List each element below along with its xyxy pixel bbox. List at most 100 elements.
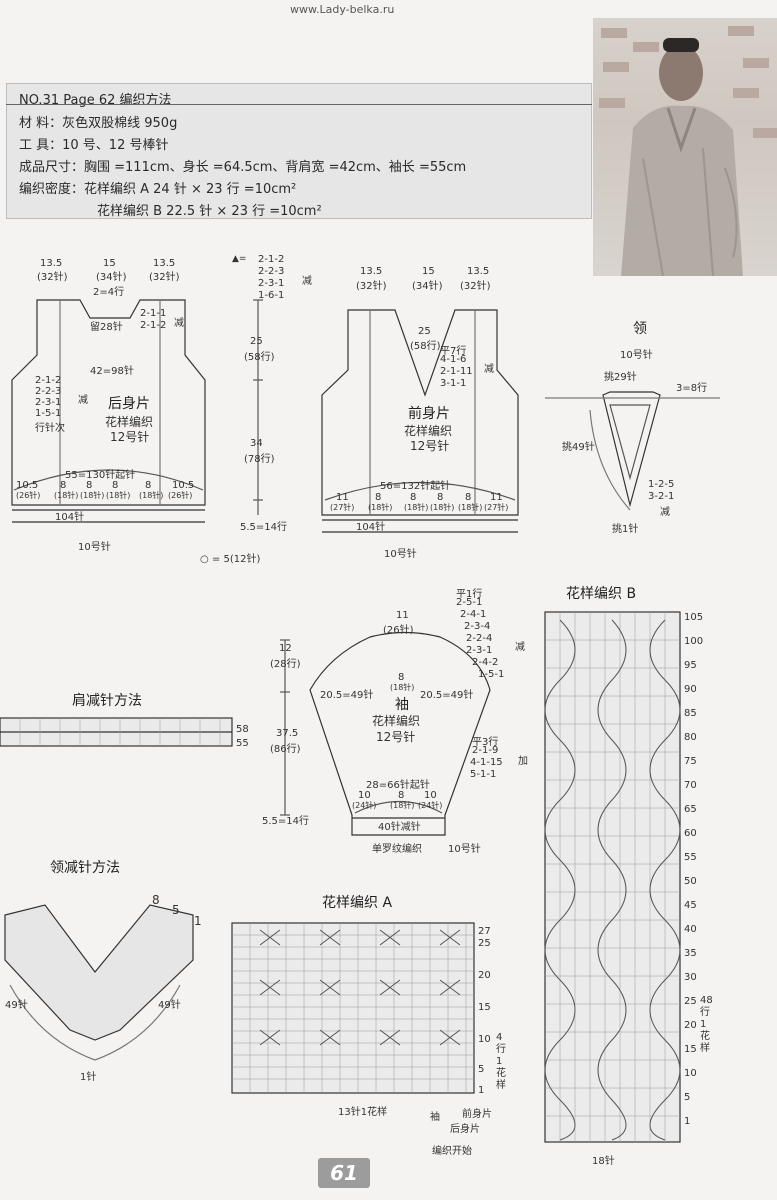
sleeve-cast-on: 28=66针起针 <box>366 780 430 791</box>
pattern-a-sleeve: 袖 <box>430 1112 440 1123</box>
neck-method-right: 49针 <box>158 1000 181 1011</box>
pattern-a-back: 后身片 <box>450 1124 480 1135</box>
sleeve-rib-1-s: (24针) <box>352 801 377 810</box>
back-needle-10: 10号针 <box>78 542 111 553</box>
sleeve-bottom: 40针减针 <box>378 822 421 833</box>
sleeve-cap-height: 12 <box>279 643 292 654</box>
sleeve-cap-dec-3: 2-4-1 <box>460 609 487 620</box>
site-url: www.Lady-belka.ru <box>290 3 395 16</box>
center-height-25: 25 <box>250 336 263 347</box>
pattern-a-row-25: 25 <box>478 938 491 949</box>
collar-outline <box>602 391 661 508</box>
back-shoulder-width: 42=98针 <box>90 366 134 377</box>
pattern-b-row-number: 35 <box>684 948 697 959</box>
pattern-a-row-15: 15 <box>478 1002 491 1013</box>
neck-method-8: 8 <box>152 893 160 907</box>
pattern-b-row-number: 60 <box>684 828 697 839</box>
pattern-b-title: 花样编织 B <box>566 586 637 602</box>
sleeve-length-rows: (86行) <box>270 744 301 755</box>
back-top-mid-stitches: (34针) <box>96 272 127 283</box>
collar-dec-1: 1-2-5 <box>648 479 675 490</box>
center-dec-1: 2-1-2 <box>258 254 285 265</box>
collar-pick-1: 挑1针 <box>612 524 639 535</box>
collar-dec-label: 减 <box>660 507 670 518</box>
pattern-a-grid <box>231 922 475 1094</box>
back-top-mid-width: 15 <box>103 258 116 269</box>
sleeve-cap-dec-8: 1-5-1 <box>478 669 505 680</box>
center-dec-label: 减 <box>302 276 312 287</box>
sleeve-cap-dec-2: 2-5-1 <box>456 597 483 608</box>
back-rib-6-s: (26针) <box>168 491 193 500</box>
back-cast-on: 55=130针起针 <box>65 470 136 481</box>
sleeve-cap-dec-1: 平1行 <box>456 589 483 600</box>
sleeve-top-stitches: (26针) <box>383 625 414 636</box>
front-v-dec-1: 平7行 <box>440 346 467 357</box>
front-v-dec-label: 减 <box>484 364 494 375</box>
collar-pick-29: 挑29针 <box>604 372 637 383</box>
front-rib-4-s: (18针) <box>430 503 455 512</box>
front-rib-1-s: (27针) <box>330 503 355 512</box>
sleeve-cap-dec-4: 2-3-4 <box>464 621 491 632</box>
back-rib-1-s: (26针) <box>16 491 41 500</box>
header-rule <box>6 104 592 105</box>
sleeve-cap-dec-7: 2-4-2 <box>472 657 499 668</box>
sleeve-rib-note: 单罗纹编织 <box>372 844 422 855</box>
back-piece-outline <box>11 299 206 506</box>
back-rib-4: 8 <box>112 480 119 491</box>
back-arm-dec-3: 2-3-1 <box>35 397 62 408</box>
front-top-right-stitches: (32针) <box>460 281 491 292</box>
back-rib-6: 10.5 <box>172 480 195 491</box>
pattern-a-row-1: 1 <box>478 1085 485 1096</box>
sleeve-left-width: 20.5=49针 <box>320 690 374 701</box>
sleeve-inc-4: 5-1-1 <box>470 769 497 780</box>
back-rib-3: 8 <box>86 480 93 491</box>
pattern-a-title: 花样编织 A <box>322 895 393 911</box>
front-rib-2: 8 <box>375 492 382 503</box>
pattern-a-row-5: 5 <box>478 1064 485 1075</box>
sleeve-inc-label: 加 <box>518 756 528 767</box>
back-neck-dec-label: 减 <box>174 318 184 329</box>
collar-rows: 3=8行 <box>676 383 708 394</box>
header-gauge-a: 编织密度：花样编织 A 24 针 × 23 行 =10cm² <box>19 182 297 197</box>
back-rib-5: 8 <box>145 480 152 491</box>
front-piece-title: 前身片 <box>408 406 450 422</box>
sleeve-rib-1: 10 <box>358 790 371 801</box>
pattern-b-row-number: 40 <box>684 924 697 935</box>
back-needle: 12号针 <box>110 430 150 444</box>
pattern-b-row-number: 95 <box>684 660 697 671</box>
front-piece-outline <box>321 309 519 516</box>
pattern-b-row-number: 105 <box>684 612 704 623</box>
model-photo <box>593 18 777 276</box>
sleeve-pattern: 花样编织 <box>372 714 421 728</box>
model-figure <box>621 38 743 276</box>
back-rib-2-s: (18针) <box>54 491 79 500</box>
back-arm-dec-4: 1-5-1 <box>35 408 62 419</box>
collar-pick-49: 挑49针 <box>562 442 595 453</box>
header-gauge-b: 花样编织 B 22.5 针 × 23 行 =10cm² <box>97 204 322 219</box>
back-bottom-stitches: 104针 <box>55 512 85 523</box>
front-top-mid-width: 15 <box>422 266 435 277</box>
pattern-b-row-number: 50 <box>684 876 697 887</box>
sleeve-rib-height: 5.5=14行 <box>262 816 310 827</box>
pattern-a-row-20: 20 <box>478 970 491 981</box>
sleeve-rib-3: 10 <box>424 790 437 801</box>
sleeve-cap-rows: (28行) <box>270 659 301 670</box>
pattern-b-grid <box>544 611 681 1143</box>
sleeve-rib-2: 8 <box>398 790 405 801</box>
pattern-b-row-number: 1 <box>684 1116 691 1127</box>
sleeve-rib-2-s: (18针) <box>390 801 415 810</box>
sleeve-length: 37.5 <box>276 728 299 739</box>
back-arm-dec-2: 2-2-3 <box>35 386 62 397</box>
center-shoulder-marker-icon: ▲= <box>232 254 247 264</box>
front-needle-10: 10号针 <box>384 549 417 560</box>
pattern-b-row-number: 5 <box>684 1092 691 1103</box>
front-rib-5-s: (18针) <box>458 503 483 512</box>
sleeve-inc-1: 平3行 <box>472 737 499 748</box>
front-v-dec-2: 4-1-6 <box>440 354 467 365</box>
header-tools: 工 具：10 号、12 号棒针 <box>19 138 169 153</box>
center-height-34: 34 <box>250 438 263 449</box>
neck-method-center: 1针 <box>80 1072 97 1083</box>
back-top-right-width: 13.5 <box>153 258 176 269</box>
pattern-a-bottom: 13针1花样 <box>338 1107 388 1118</box>
